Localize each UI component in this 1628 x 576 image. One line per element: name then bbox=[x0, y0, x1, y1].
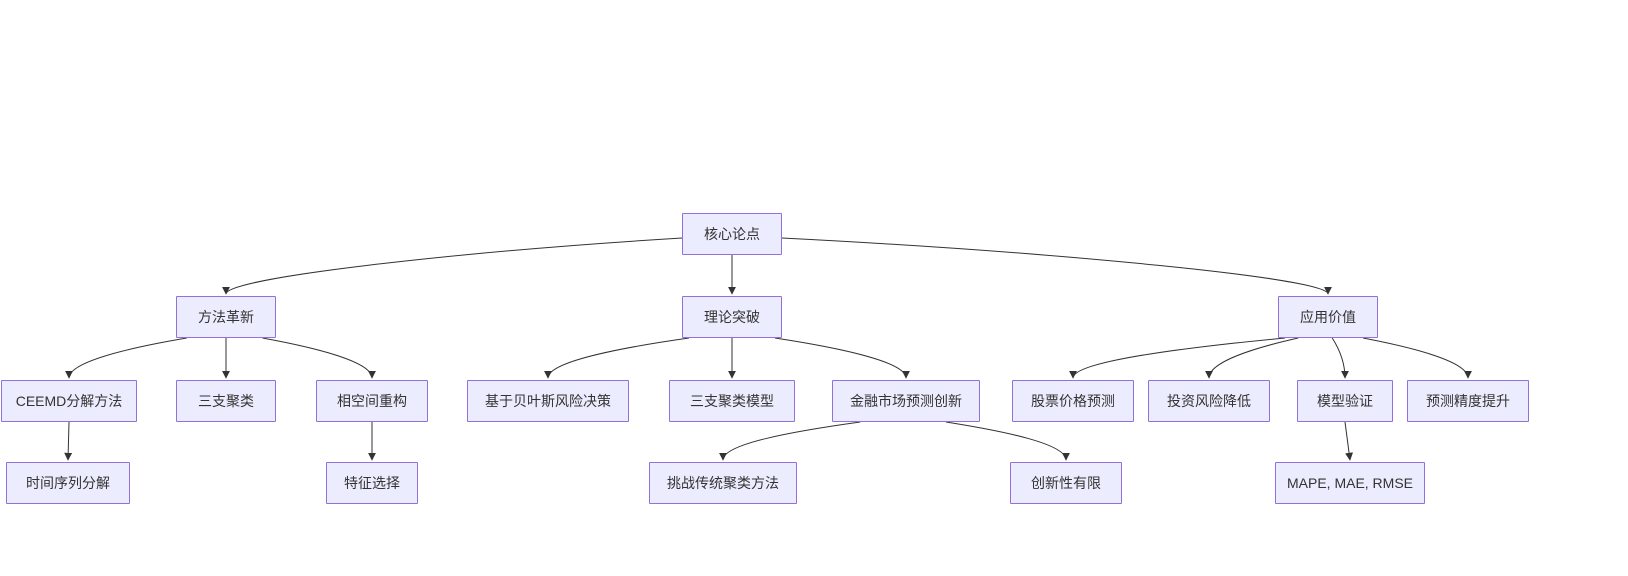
edge-method-innovation-to-phase-space-reconstruction bbox=[262, 337, 376, 379]
node-limited-innovation: 创新性有限 bbox=[1010, 462, 1122, 504]
edge-method-innovation-to-ceemd-decomposition bbox=[65, 337, 187, 379]
node-feature-selection: 特征选择 bbox=[326, 462, 418, 504]
edge-application-value-to-model-validation bbox=[1331, 337, 1349, 379]
node-mape-mae-rmse: MAPE, MAE, RMSE bbox=[1275, 462, 1425, 504]
node-core: 核心论点 bbox=[682, 213, 782, 255]
node-method-innovation: 方法革新 bbox=[176, 296, 276, 338]
node-prediction-precision: 预测精度提升 bbox=[1407, 380, 1529, 422]
edge-application-value-to-prediction-precision bbox=[1362, 337, 1472, 379]
node-application-value: 应用价值 bbox=[1278, 296, 1378, 338]
node-challenge-traditional-clustering: 挑战传统聚类方法 bbox=[649, 462, 797, 504]
node-three-way-clustering-model: 三支聚类模型 bbox=[669, 380, 795, 422]
node-stock-price-prediction: 股票价格预测 bbox=[1012, 380, 1134, 422]
edge-theory-breakthrough-to-financial-market-innovation bbox=[774, 337, 910, 379]
node-bayesian-risk-decision: 基于贝叶斯风险决策 bbox=[467, 380, 629, 422]
edge-ceemd-decomposition-to-time-series-decomposition bbox=[64, 421, 73, 461]
edge-financial-market-innovation-to-challenge-traditional-clustering bbox=[719, 421, 861, 461]
edge-model-validation-to-mape-mae-rmse bbox=[1344, 421, 1354, 461]
node-phase-space-reconstruction: 相空间重构 bbox=[316, 380, 428, 422]
node-model-validation: 模型验证 bbox=[1297, 380, 1393, 422]
node-financial-market-innovation: 金融市场预测创新 bbox=[832, 380, 980, 422]
node-ceemd-decomposition: CEEMD分解方法 bbox=[1, 380, 137, 422]
edge-financial-market-innovation-to-limited-innovation bbox=[945, 421, 1070, 461]
edge-core-to-application-value bbox=[781, 237, 1332, 295]
edge-application-value-to-stock-price-prediction bbox=[1069, 337, 1286, 379]
node-investment-risk-reduction: 投资风险降低 bbox=[1148, 380, 1270, 422]
node-time-series-decomposition: 时间序列分解 bbox=[6, 462, 130, 504]
edge-application-value-to-investment-risk-reduction bbox=[1205, 337, 1299, 379]
edge-core-to-method-innovation bbox=[222, 237, 683, 295]
node-three-way-clustering: 三支聚类 bbox=[176, 380, 276, 422]
edge-theory-breakthrough-to-bayesian-risk-decision bbox=[544, 337, 690, 379]
node-theory-breakthrough: 理论突破 bbox=[682, 296, 782, 338]
